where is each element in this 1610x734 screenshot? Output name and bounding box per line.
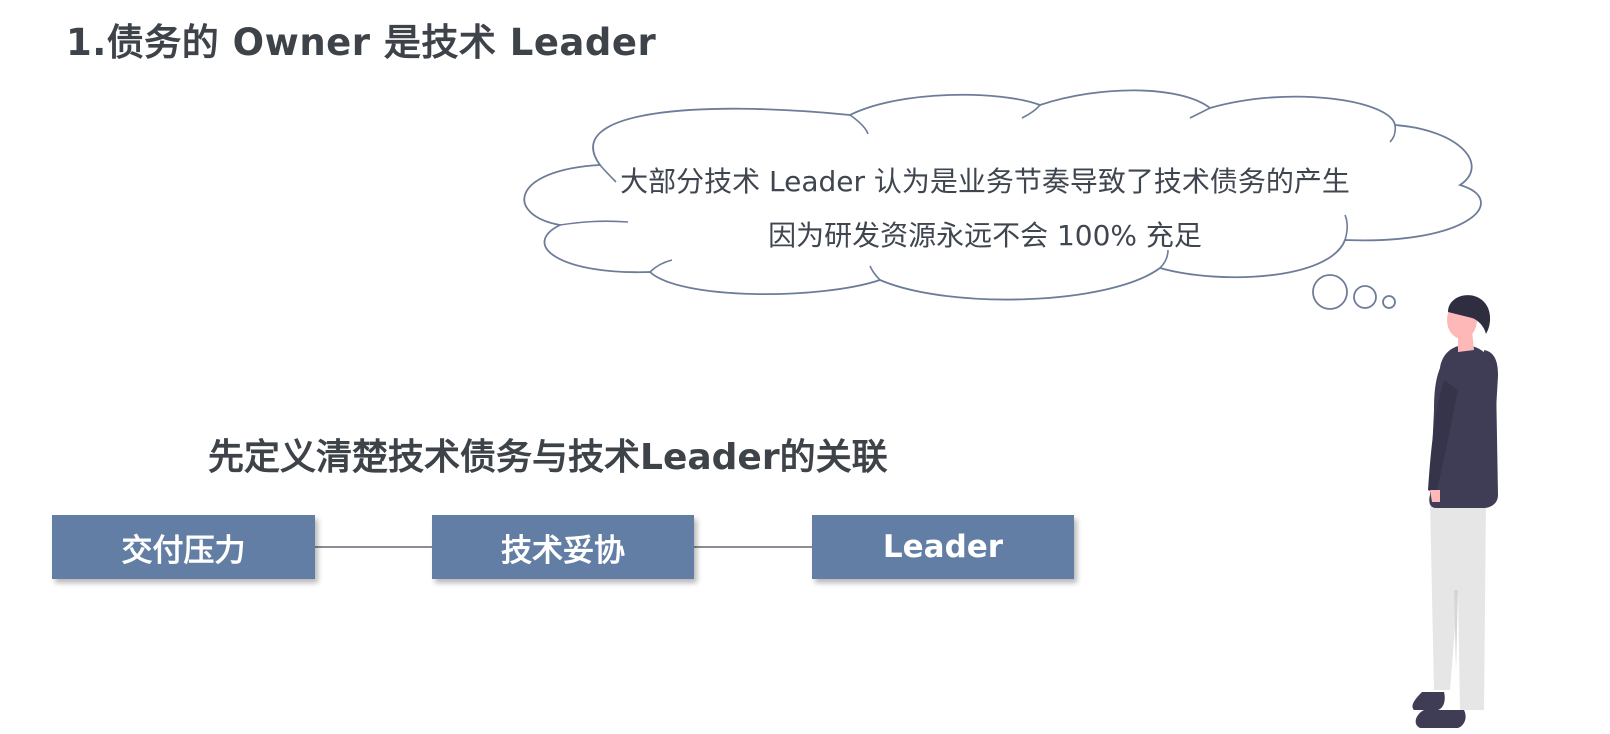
thought-line-2: 因为研发资源永远不会 100% 充足: [768, 219, 1202, 252]
flow-box-leader: Leader: [812, 515, 1074, 579]
flow-box-technical-compromise: 技术妥协: [432, 515, 694, 579]
connector-line: [694, 546, 812, 548]
connector-line: [315, 546, 432, 548]
person-illustration-icon: [1412, 295, 1498, 728]
subheading: 先定义清楚技术债务与技术Leader的关联: [208, 437, 888, 478]
flow-box-delivery-pressure: 交付压力: [52, 515, 315, 579]
thought-line-1: 大部分技术 Leader 认为是业务节奏导致了技术债务的产生: [620, 165, 1350, 198]
slide-title: 1.债务的 Owner 是技术 Leader: [66, 21, 657, 64]
